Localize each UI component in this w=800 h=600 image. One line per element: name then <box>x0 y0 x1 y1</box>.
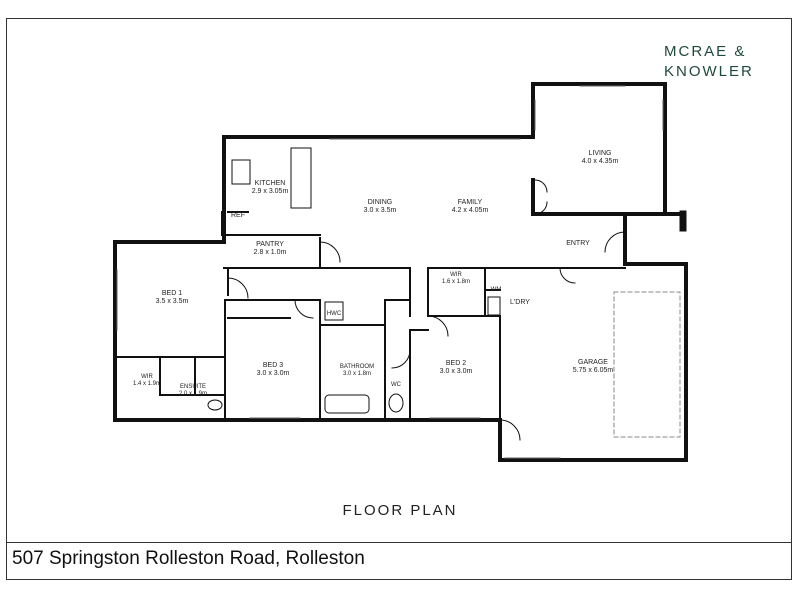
room-bed1-name: BED 1 <box>162 290 182 297</box>
room-wir1-size: 1.4 x 1.9m <box>133 381 161 387</box>
room-dining-name: DINING <box>368 199 393 206</box>
plan-title: FLOOR PLAN <box>342 502 458 519</box>
room-entry-name: ENTRY <box>566 240 590 247</box>
room-bed2-size: 3.0 x 3.0m <box>440 368 473 375</box>
room-living-name: LIVING <box>589 150 612 157</box>
room-family-size: 4.2 x 4.05m <box>452 207 489 214</box>
room-pantry-size: 2.8 x 1.0m <box>254 249 287 256</box>
room-ldry-name: L'DRY <box>510 299 530 306</box>
room-family-name: FAMILY <box>458 199 483 206</box>
room-living-size: 4.0 x 4.35m <box>582 158 619 165</box>
brand-logo: MCRAE & KNOWLER <box>664 42 754 82</box>
room-pantry-name: PANTRY <box>256 241 284 248</box>
room-garage-name: GARAGE <box>578 359 608 366</box>
room-wir2-name: WIR <box>450 272 462 278</box>
room-wir1-name: WIR <box>141 374 153 380</box>
room-hwc-name: HWC <box>327 311 342 317</box>
interior-walls <box>114 211 626 421</box>
room-ensuite-name: ENSUITE <box>180 384 206 390</box>
main-block-walls <box>113 135 688 462</box>
room-dining-size: 3.0 x 3.5m <box>364 207 397 214</box>
room-wm-name: WM <box>491 287 502 293</box>
property-address: 507 Springston Rolleston Road, Rolleston <box>12 548 365 569</box>
room-wc-name: WC <box>391 382 402 388</box>
room-bed2-name: BED 2 <box>446 360 466 367</box>
room-ensuite-size: 2.0 x 1.9m <box>179 391 207 397</box>
room-garage-size: 5.75 x 6.05m <box>573 367 614 374</box>
windows <box>116 85 664 459</box>
room-kitchen-name: KITCHEN <box>255 180 286 187</box>
room-wir2-size: 1.6 x 1.8m <box>442 279 470 285</box>
outer-frame <box>6 18 792 580</box>
room-bed3-size: 3.0 x 3.0m <box>257 370 290 377</box>
living-walls <box>531 82 667 216</box>
room-ref-name: REF <box>231 212 245 219</box>
brand-line-2: KNOWLER <box>664 63 754 80</box>
footer-divider <box>6 542 792 543</box>
fixtures <box>207 147 501 414</box>
room-bathroom-size: 3.0 x 1.8m <box>343 371 371 377</box>
room-bathroom-name: BATHROOM <box>340 364 374 370</box>
room-labels: LIVING 4.0 x 4.35m KITCHEN 2.9 x 3.05m D… <box>133 150 618 397</box>
room-kitchen-size: 2.9 x 3.05m <box>252 188 289 195</box>
garage-door <box>613 291 681 438</box>
room-bed1-size: 3.5 x 3.5m <box>156 298 189 305</box>
brand-line-1: MCRAE & <box>664 43 747 60</box>
room-bed3-name: BED 3 <box>263 362 283 369</box>
doors <box>227 179 626 441</box>
